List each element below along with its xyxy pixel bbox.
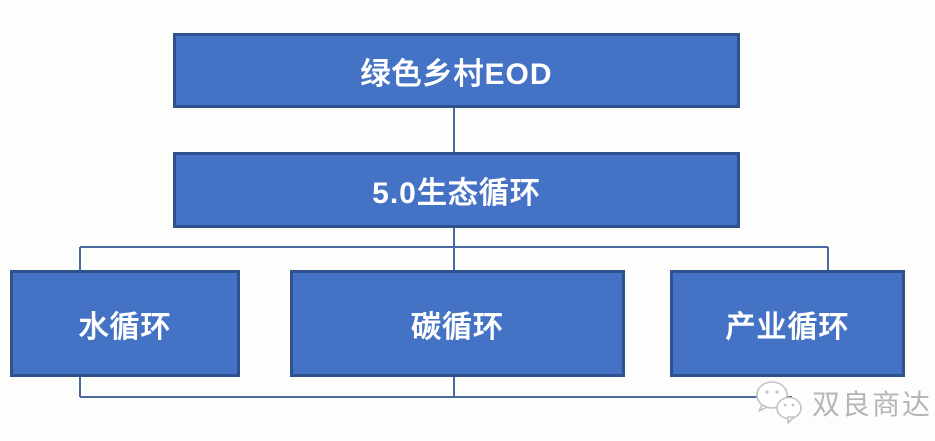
node-green-rural-eod: 绿色乡村EOD (173, 33, 740, 108)
node-label: 5.0生态循环 (372, 177, 541, 210)
node-label: 产业循环 (725, 310, 850, 344)
node-label: 水循环 (78, 310, 172, 344)
watermark: 双良商达 (748, 379, 932, 427)
node-eco-cycle-5-0: 5.0生态循环 (173, 152, 740, 228)
node-label: 碳循环 (411, 310, 504, 344)
node-industry-cycle: 产业循环 (670, 270, 905, 377)
wechat-icon (756, 381, 802, 424)
node-label: 绿色乡村EOD (360, 57, 553, 91)
node-water-cycle: 水循环 (10, 270, 240, 377)
node-carbon-cycle: 碳循环 (290, 270, 625, 377)
watermark-brand-text: 双良商达 (812, 389, 933, 420)
